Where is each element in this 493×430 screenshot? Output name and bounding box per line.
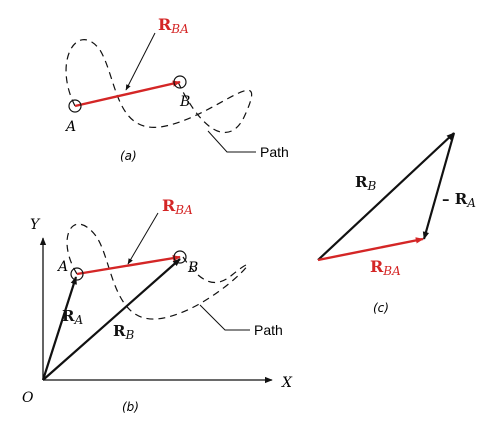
caption-c: (c) xyxy=(373,301,389,315)
point-a-circle-a xyxy=(68,99,82,113)
r-ba-leader-a xyxy=(125,32,156,91)
path-label-b: Path xyxy=(254,322,283,338)
point-b-circle-a xyxy=(173,75,187,89)
origin-label: O xyxy=(22,390,34,406)
r-ba-vector-b xyxy=(76,255,181,276)
point-a-label-b: A xyxy=(56,259,68,275)
point-a-label-a: A xyxy=(64,119,76,135)
point-b-circle-b xyxy=(173,250,187,264)
x-axis-label: X xyxy=(281,375,293,391)
caption-a: (a) xyxy=(120,149,137,163)
neg-r-a-vector xyxy=(422,132,456,240)
neg-r-a-label: – RA xyxy=(442,190,476,210)
r-b-label-c: RB xyxy=(355,173,376,193)
r-a-label: RA xyxy=(62,307,83,327)
caption-b: (b) xyxy=(122,400,139,414)
panel-a: RBA A B Path (a) xyxy=(64,15,289,163)
point-b-label-a: B xyxy=(179,94,190,110)
path-leader-a xyxy=(207,130,256,153)
r-ba-vector-a xyxy=(74,80,181,108)
r-ba-leader-b xyxy=(127,212,159,265)
path-label-a: Path xyxy=(260,144,289,160)
path-curve-a xyxy=(65,39,253,133)
point-a-circle-b xyxy=(70,267,84,281)
point-b-label-b: B xyxy=(187,260,198,276)
path-leader-b xyxy=(199,304,250,331)
r-b-vector xyxy=(42,258,181,381)
panel-b: Y X O RBA A B RA RB Path (b) xyxy=(22,196,293,414)
panel-c: RB – RA RBA (c) xyxy=(317,132,476,315)
r-ba-label-b: RBA xyxy=(162,196,193,217)
r-a-vector xyxy=(41,276,78,381)
r-ba-vector-c xyxy=(317,237,424,262)
r-ba-label-a: RBA xyxy=(158,15,189,36)
r-ba-label-c: RBA xyxy=(370,257,401,278)
r-b-label-b: RB xyxy=(113,322,134,342)
r-b-vector-c xyxy=(317,132,455,261)
y-axis-label: Y xyxy=(30,217,41,233)
